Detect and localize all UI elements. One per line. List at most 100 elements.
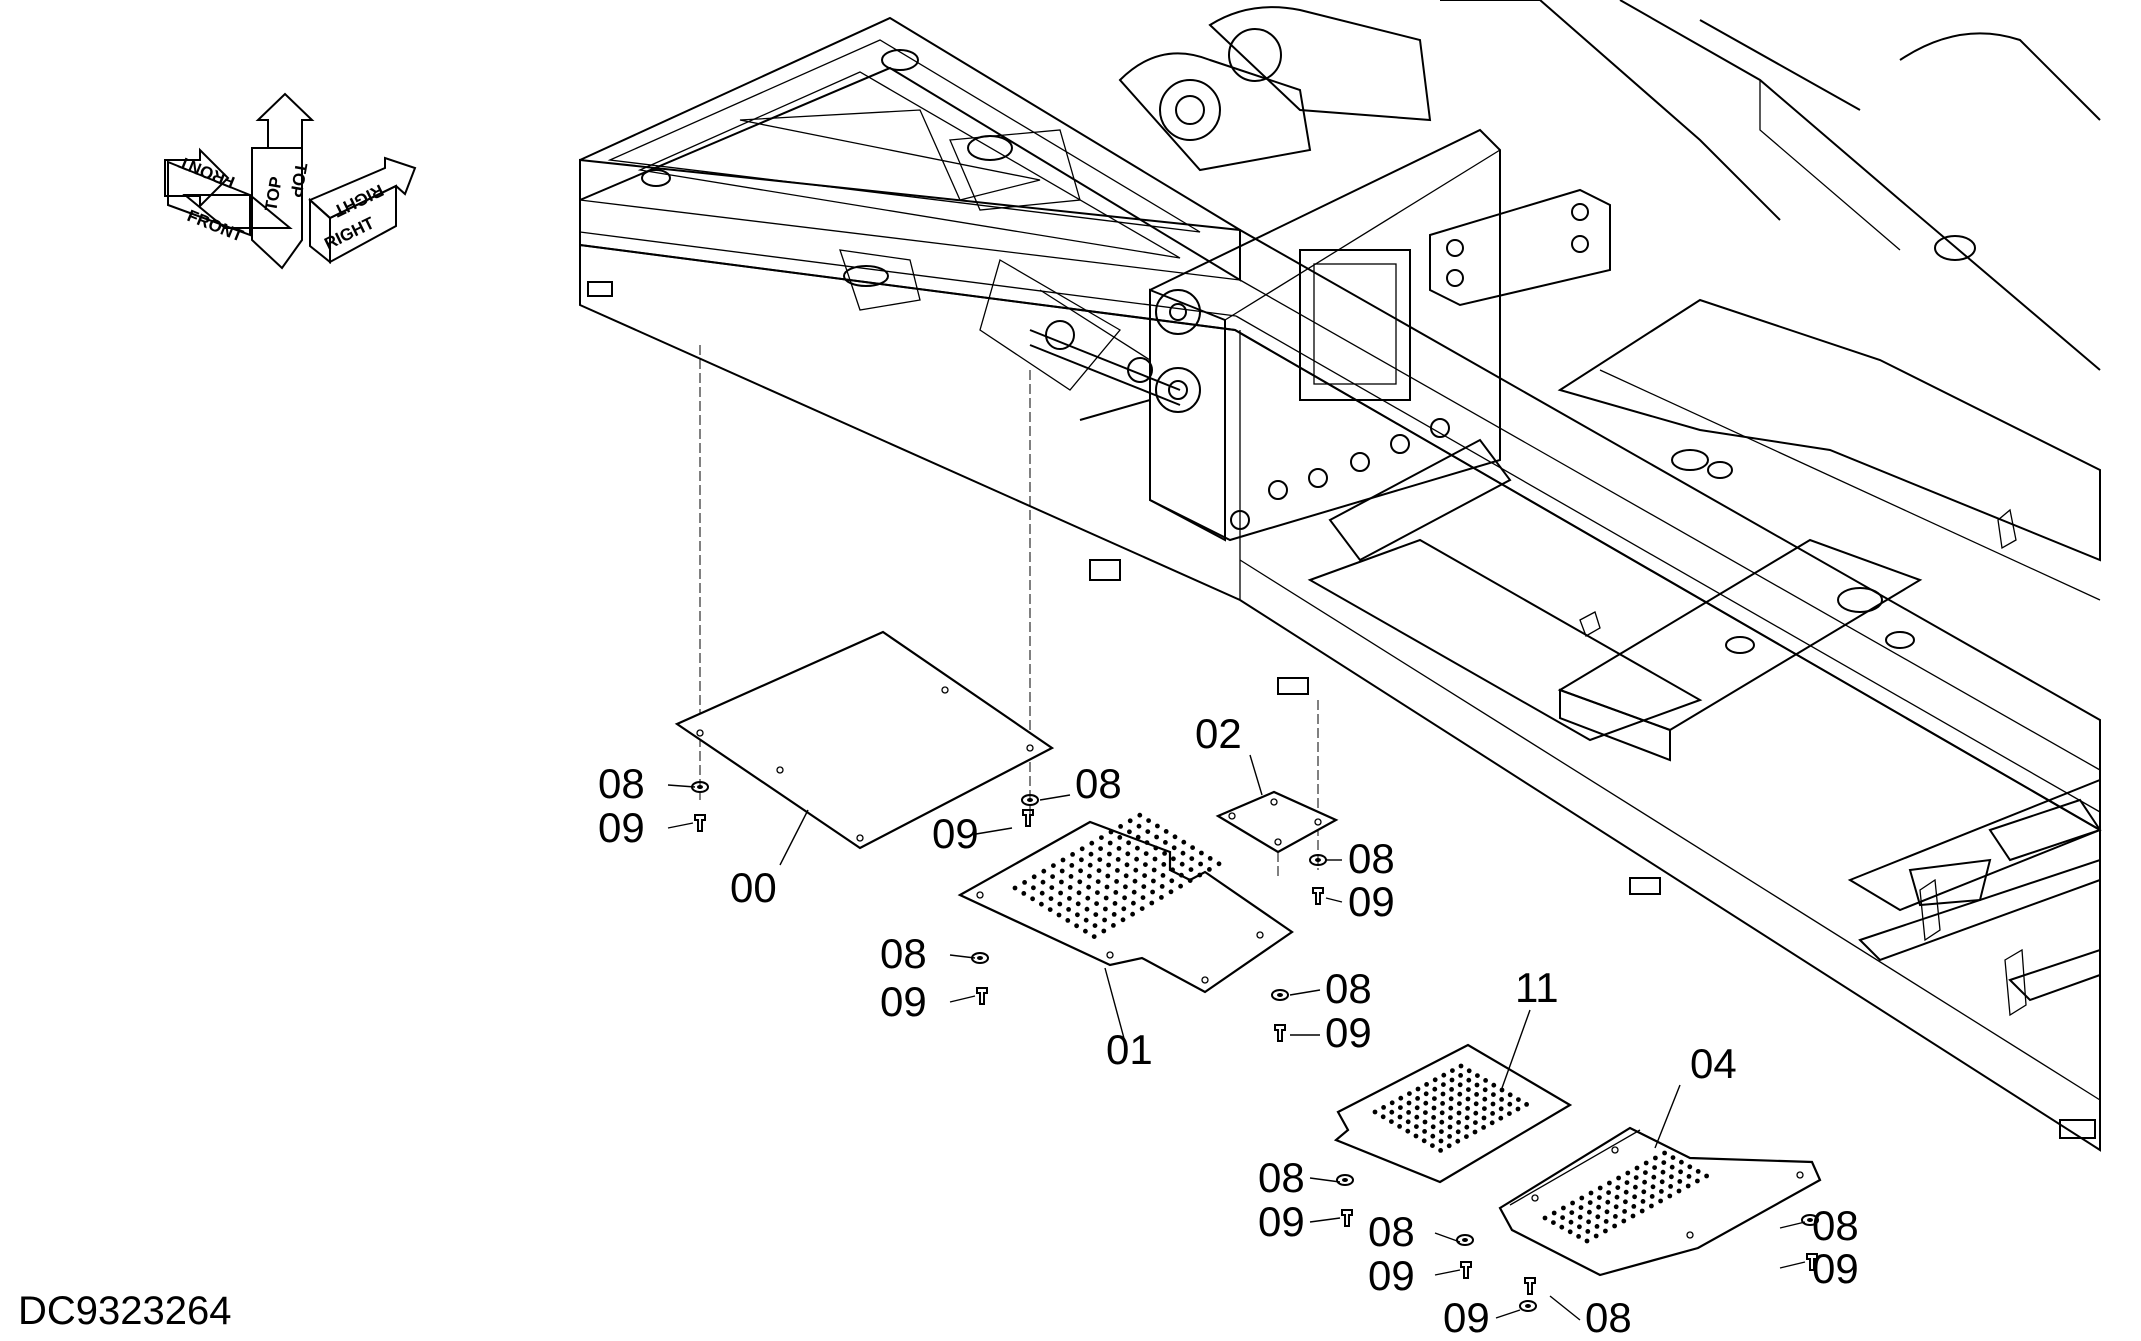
- perforation-hole: [1077, 879, 1083, 885]
- perforation-hole: [1389, 1100, 1395, 1106]
- perforation-hole: [1124, 862, 1130, 868]
- perforation-hole: [1180, 850, 1186, 856]
- perforation-hole: [1179, 861, 1185, 867]
- perforation-hole: [1676, 1188, 1682, 1194]
- perforation-hole: [1615, 1185, 1621, 1190]
- perforation-hole: [1067, 896, 1072, 901]
- perforation-hole: [1057, 901, 1063, 907]
- callout-02: 02: [1195, 710, 1242, 757]
- callout-01: 01: [1106, 1026, 1153, 1073]
- perforation-hole: [1604, 1209, 1610, 1215]
- perforation-hole: [1188, 867, 1194, 872]
- perforation-hole: [1457, 1101, 1462, 1106]
- perforation-hole: [1143, 862, 1148, 867]
- perforation-hole: [1569, 1210, 1575, 1215]
- perforation-hole: [1640, 1199, 1646, 1204]
- perforation-hole: [1189, 856, 1195, 861]
- perforation-hole: [1131, 889, 1137, 895]
- perforation-hole: [1490, 1101, 1496, 1107]
- bolt: [694, 814, 706, 832]
- perforation-hole: [1456, 1120, 1461, 1125]
- perforation-hole: [1083, 928, 1088, 934]
- callout-04: 04: [1690, 1040, 1737, 1087]
- perforation-hole: [1639, 1208, 1645, 1214]
- washer: [1456, 1234, 1474, 1246]
- perforation-hole: [1560, 1215, 1565, 1220]
- callout-09: 09: [598, 804, 645, 851]
- perforation-hole: [1465, 1106, 1470, 1111]
- perforation-hole: [1423, 1110, 1428, 1115]
- perforation-hole: [1669, 1164, 1675, 1170]
- perforation-hole: [1448, 1096, 1454, 1102]
- perforation-hole: [1149, 900, 1155, 906]
- perforation-hole: [1499, 1097, 1504, 1102]
- perforation-hole: [1597, 1195, 1602, 1200]
- perforation-hole: [1407, 1091, 1412, 1096]
- perforation-hole: [1415, 1096, 1420, 1101]
- perforation-hole: [1172, 834, 1178, 840]
- perforation-hole: [1542, 1215, 1548, 1221]
- perforation-hole: [1613, 1214, 1618, 1219]
- perforation-hole: [1105, 873, 1111, 879]
- perforation-hole: [1679, 1159, 1684, 1165]
- perforation-hole: [1613, 1204, 1619, 1210]
- perforation-hole: [1597, 1185, 1603, 1191]
- bolt: [976, 987, 988, 1005]
- perforation-hole: [1414, 1114, 1420, 1120]
- perforation-hole: [1631, 1204, 1637, 1209]
- perforation-pattern: [1012, 812, 1222, 939]
- callout-11: 11: [1515, 964, 1559, 1011]
- perforation-hole: [1088, 851, 1094, 857]
- perforation-hole: [1107, 840, 1113, 846]
- perforation-hole: [1551, 1220, 1556, 1225]
- orientation-indicator: FRONT FRONT TOP TOP RIGHT RIGHT: [164, 92, 417, 270]
- perforation-hole: [1133, 867, 1139, 873]
- perforation-hole: [1588, 1190, 1594, 1196]
- perforation-hole: [1489, 1120, 1495, 1126]
- perforation-hole: [1398, 1105, 1403, 1110]
- perforation-hole: [1448, 1105, 1454, 1111]
- washer-hole: [1342, 1178, 1348, 1182]
- perforation-hole: [1126, 840, 1131, 846]
- perforation-hole: [1096, 868, 1102, 873]
- perforation-hole: [1406, 1110, 1411, 1115]
- washer: [1336, 1174, 1354, 1186]
- perforation-hole: [1659, 1179, 1665, 1185]
- callout-08: 08: [598, 760, 645, 807]
- perforation-hole: [1457, 1091, 1463, 1097]
- perforation-hole: [1091, 934, 1097, 939]
- perforation-hole: [1060, 857, 1066, 863]
- perforation-hole: [1441, 1072, 1447, 1078]
- cover-plate-00: [674, 630, 1055, 850]
- perforation-hole: [1432, 1077, 1438, 1083]
- perforation-hole: [1482, 1106, 1487, 1111]
- perforation-hole: [1022, 880, 1027, 885]
- perforation-hole: [1607, 1180, 1612, 1186]
- perforation-hole: [1457, 1082, 1463, 1088]
- perforation-hole: [1049, 885, 1055, 890]
- perforation-hole: [1449, 1077, 1455, 1083]
- perforation-hole: [1092, 923, 1098, 928]
- callout-09: 09: [1258, 1198, 1305, 1245]
- perforation-hole: [1140, 895, 1146, 900]
- perforation-hole: [1430, 1124, 1436, 1130]
- perforation-hole: [1466, 1087, 1471, 1092]
- perforation-hole: [1121, 906, 1127, 912]
- perforation-hole: [1380, 1114, 1386, 1120]
- perforation-hole: [1118, 824, 1123, 829]
- perforation-hole: [1498, 1115, 1504, 1121]
- perforation-hole: [1031, 874, 1037, 880]
- perforation-hole: [1012, 885, 1018, 891]
- perforation-hole: [1107, 851, 1112, 857]
- perforation-hole: [1415, 1086, 1421, 1092]
- perforation-hole: [1135, 834, 1141, 840]
- perforation-hole: [1624, 1180, 1630, 1185]
- perforation-hole: [1171, 845, 1177, 851]
- perforation-hole: [1623, 1199, 1628, 1205]
- perforation-hole: [1567, 1229, 1573, 1235]
- callout-08: 08: [1075, 760, 1122, 807]
- perforation-hole: [1474, 1092, 1479, 1097]
- perforation-hole: [1441, 1082, 1446, 1087]
- perforation-hole: [1430, 1143, 1435, 1148]
- perforation-hole: [1584, 1238, 1590, 1244]
